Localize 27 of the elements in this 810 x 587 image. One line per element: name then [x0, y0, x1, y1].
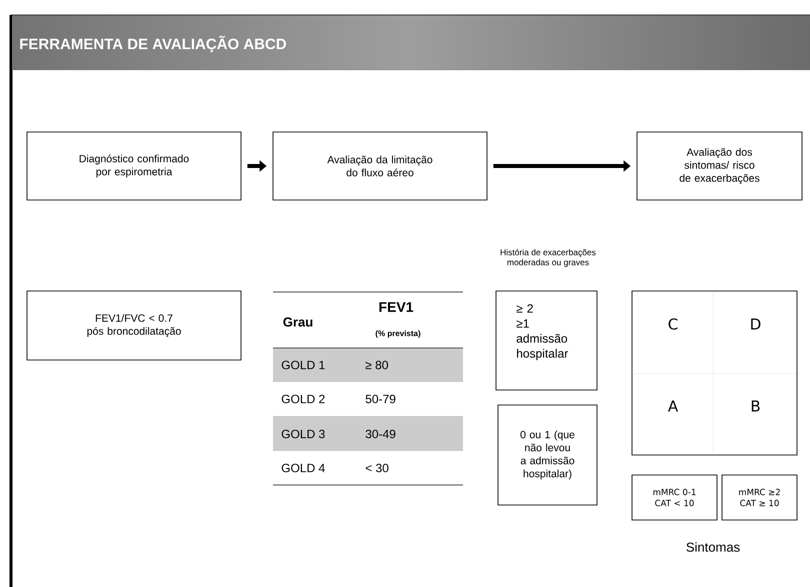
table-cell: GOLD 1 — [282, 360, 325, 370]
criteria-box: ≥ 2 ≥1 admissão hospitalar — [496, 290, 598, 390]
table-header: FEV1 — [379, 302, 414, 312]
quadrant-cell: B — [752, 400, 760, 412]
table-cell: GOLD 2 — [282, 394, 325, 404]
process-box: 0 ou 1 (que não levou a admissão hospitalar) — [498, 404, 598, 506]
table-cell: GOLD 4 — [282, 464, 325, 472]
table-header: (% prevista) — [376, 330, 420, 338]
quadrant-cell: A — [668, 400, 678, 412]
symptom-box: mMRC ≥2 CAT ≥ 10 — [722, 474, 798, 520]
process-box: Avaliação dos sintomas/ risco de exacerbações — [636, 132, 802, 200]
symptom-box: mMRC 0-1 CAT < 10 — [632, 474, 718, 520]
section-heading: História de exacerbações moderadas ou graves — [500, 249, 596, 267]
table-cell: ≥ 80 — [366, 360, 388, 370]
header-bar: FERRAMENTA DE AVALIAÇÃO ABCD — [12, 36, 810, 70]
table-cell: < 30 — [366, 464, 388, 472]
quadrant-grid — [632, 290, 798, 456]
axis-caption: Sintomas — [686, 542, 740, 552]
quadrant-cell: C — [668, 318, 678, 330]
table-cell: 30-49 — [366, 430, 396, 438]
table-header: Grau — [283, 317, 312, 327]
process-box: FEV1/FVC < 0.7 pós broncodilatação — [26, 290, 242, 360]
table-cell: 50-79 — [366, 394, 396, 404]
process-box: Diagnóstico confirmado por espirometria — [26, 132, 242, 200]
quadrant-cell: D — [751, 318, 760, 330]
process-box: Avaliação da limitação do fluxo aéreo — [272, 132, 488, 200]
table-cell: GOLD 3 — [282, 430, 325, 438]
